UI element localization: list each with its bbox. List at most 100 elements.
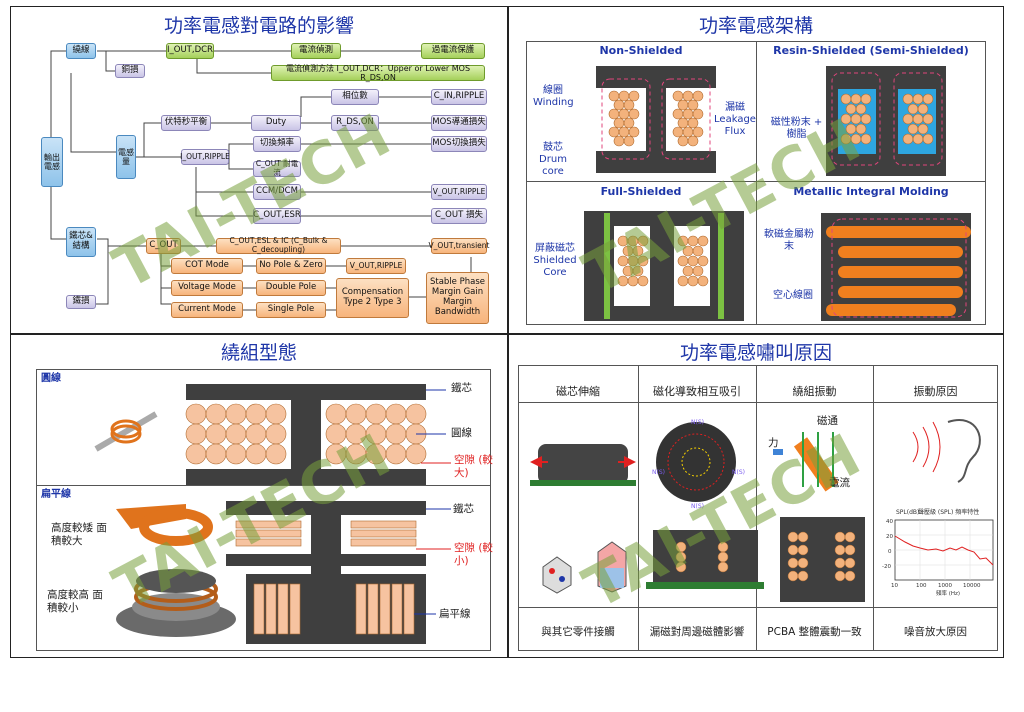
y-tick: 40 xyxy=(886,519,893,525)
x-tick: 100 xyxy=(916,583,927,589)
metallic-molding-illustration xyxy=(821,213,971,321)
mos-switching-box: MOS切換損失 xyxy=(431,136,487,152)
vout-ripple-box: V_OUT,RIPPLE xyxy=(431,184,487,200)
output-inductor-box: 輸出電感 xyxy=(41,137,63,187)
cout-esl-box: C_OUT,ESL & IC (C_Bulk & C_decoupling) xyxy=(216,237,341,254)
inductance-box: 電感量 xyxy=(116,135,136,179)
rdson-box: R_DS,ON xyxy=(331,115,379,131)
iron-loss-box: 鐵損 xyxy=(66,295,96,309)
winding-vibration-illustration xyxy=(773,432,865,602)
mos-conduction-box: MOS導通損失 xyxy=(431,115,487,131)
force-label: 力 xyxy=(768,437,779,449)
shield-label: 屏蔽磁芯 Shielded Core xyxy=(533,243,577,278)
soft-mag-label: 軟磁金屬粉末 xyxy=(764,229,814,252)
overcurrent-box: 過電流保護 xyxy=(421,43,485,59)
cout-loss-box: C_OUT 損失 xyxy=(431,208,487,224)
title-circuit-impact: 功率電感對電路的影響 xyxy=(163,15,354,37)
iron-core-label-1: 鐵芯 xyxy=(451,382,472,394)
cout-current-box: C_OUT 耐電流 xyxy=(253,160,301,177)
iron-core-label-2: 鐵芯 xyxy=(453,503,474,515)
cout-box: C_OUT xyxy=(146,238,181,254)
metallic-title: Metallic Integral Molding xyxy=(793,185,949,198)
current-label: 電流 xyxy=(829,477,850,489)
y-tick: -20 xyxy=(882,564,891,570)
ear-icon xyxy=(912,419,981,483)
non-shielded-title: Non-Shielded xyxy=(599,44,683,57)
noise-panel xyxy=(518,365,998,651)
header-magnetization: 磁化導致相互吸引 xyxy=(653,385,741,398)
vout-ripple2-box: V_OUT,RIPPLE xyxy=(346,258,406,274)
compensation-box: Compensation Type 2 Type 3 xyxy=(336,278,409,318)
duty-box: Duty xyxy=(251,115,301,131)
current-mode-box: Current Mode xyxy=(171,302,243,318)
spl-xlabel: 頻率 (Hz) xyxy=(936,589,960,597)
winding-illustrations xyxy=(94,384,451,644)
winding-panel xyxy=(36,369,491,651)
title-winding-type: 繞組型態 xyxy=(220,342,297,364)
core-structure-box: 鐵芯&結構 xyxy=(66,227,96,257)
iout-ripple-box: I_OUT,RIPPLE xyxy=(180,149,230,165)
y-tick: 0 xyxy=(888,549,892,555)
core-stretch-illustration xyxy=(530,444,636,594)
cout-esr-box: C_OUT,ESR xyxy=(253,208,301,224)
ccm-dcm-box: CCM/DCM xyxy=(253,184,301,200)
current-sense-box: 電流偵測 xyxy=(291,43,341,59)
flat-wire-label: 扁平線 xyxy=(439,608,471,620)
noise-illustrations: N(S) N(S) N(S) N(S) xyxy=(530,419,994,602)
winding-box: 繞線 xyxy=(66,43,96,59)
resin-shielded-title: Resin-Shielded (Semi-Shielded) xyxy=(773,44,969,57)
winding-label: 線圈 Winding xyxy=(533,85,574,108)
full-shielded-illustration xyxy=(584,211,744,321)
round-wire-label: 圓線 xyxy=(451,427,472,439)
spl-chart: SPL(dB) 聲壓級 (SPL) 頻率特性 40 20 0 -20 10 10… xyxy=(882,508,994,597)
spl-ylabel: SPL(dB) xyxy=(896,509,919,516)
header-vibration-cause: 振動原因 xyxy=(913,385,958,398)
footer-contact: 與其它零件接觸 xyxy=(541,625,615,638)
drum-core-illustration xyxy=(596,66,716,173)
structure-illustrations xyxy=(584,66,971,321)
header-core-stretch: 磁芯伸縮 xyxy=(556,385,600,398)
iout-dcr-box: I_OUT,DCR xyxy=(166,43,214,59)
horizontal-divider xyxy=(11,333,1003,335)
voltage-mode-box: Voltage Mode xyxy=(171,280,243,296)
title-noise-cause: 功率電感嘯叫原因 xyxy=(679,342,832,364)
switching-freq-box: 切換頻率 xyxy=(253,136,301,152)
single-pole-box: Single Pole xyxy=(256,302,326,318)
ns-label: N(S) xyxy=(691,419,704,426)
vout-transient-box: V_OUT,transient xyxy=(429,238,489,254)
ns-label: N(S) xyxy=(652,469,665,476)
y-tick: 20 xyxy=(886,534,893,540)
flux-label: 磁通 xyxy=(817,415,838,427)
copper-loss-box: 銅損 xyxy=(115,64,145,78)
x-tick: 10 xyxy=(891,583,898,589)
footer-leakage: 漏磁對周邊磁體影響 xyxy=(649,625,745,638)
tall-thick-label: 高度較高 面積較小 xyxy=(47,589,103,614)
resin-shielded-illustration xyxy=(826,66,946,176)
flat-wire-title: 扁平線 xyxy=(41,489,71,500)
phase-count-box: 相位數 xyxy=(331,89,379,105)
round-coil-icon xyxy=(94,411,158,452)
sense-method-box: 電流偵測方法 I_OUT,DCR：Upper or Lower MOS R_DS… xyxy=(271,64,485,82)
ns-label: N(S) xyxy=(691,503,704,510)
figure-frame: 功率電感對電路的影響 功率電感架構 繞組型態 功率電感嘯叫原因 xyxy=(10,6,1004,658)
air-coil-label: 空心線圈 xyxy=(773,290,813,301)
no-pole-box: No Pole & Zero xyxy=(256,258,326,274)
cot-mode-box: COT Mode xyxy=(171,258,243,274)
footer-noise-amplify: 噪音放大原因 xyxy=(904,625,967,638)
x-tick: 10000 xyxy=(963,583,981,589)
stable-box: Stable Phase Margin Gain Margin Bandwidt… xyxy=(426,272,489,324)
double-pole-box: Double Pole xyxy=(256,280,326,296)
volt-sec-box: 伏特秒平衡 xyxy=(161,115,211,131)
tall-thin-label: 高度較矮 面積較大 xyxy=(51,522,107,547)
drum-label: 鼓芯 Drum core xyxy=(539,142,567,177)
vertical-divider xyxy=(507,7,509,657)
x-tick: 1000 xyxy=(938,583,952,589)
full-shielded-title: Full-Shielded xyxy=(600,185,682,198)
flowchart-connectors xyxy=(50,50,472,311)
header-winding-vibration: 繞組振動 xyxy=(792,385,837,398)
spl-title: 聲壓級 (SPL) 頻率特性 xyxy=(918,508,979,516)
title-structure: 功率電感架構 xyxy=(698,15,813,37)
round-wire-title: 圓線 xyxy=(41,373,61,384)
ns-label: N(S) xyxy=(732,469,745,476)
gap-small-label: 空隙 (較小) xyxy=(454,542,493,567)
